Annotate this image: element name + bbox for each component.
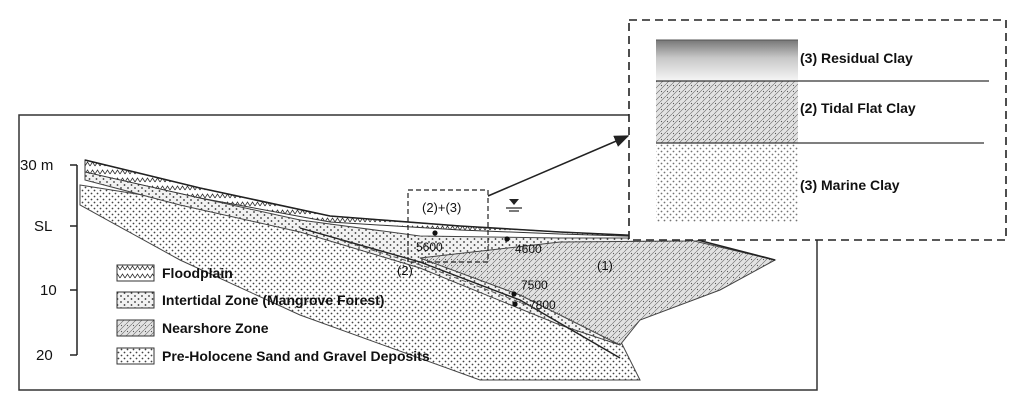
axis-tick-label-10: 10 [40,282,57,299]
age-label-5600: 5600 [416,240,443,254]
inset-residual-clay-layer [656,40,798,80]
sample-point [504,236,510,242]
legend-swatch-sand-gravel [116,347,155,365]
legend: Floodplain Intertidal Zone (Mangrove For… [116,264,430,365]
inset-label-tidal-flat-clay: (2) Tidal Flat Clay [800,100,916,116]
sample-point [511,291,517,297]
axis-tick-label-20: 20 [36,347,53,364]
sample-point [432,230,438,236]
age-label-4600: 4600 [515,242,542,256]
zone-label-2-3: (2)+(3) [422,200,461,215]
age-label-7800: 7800 [529,298,556,312]
water-table-icon [506,199,522,212]
zone-label-2: (2) [397,263,413,278]
sample-callout-box [407,189,489,263]
legend-swatch-intertidal [116,291,155,309]
legend-label-floodplain: Floodplain [162,265,233,281]
inset-label-residual-clay: (3) Residual Clay [800,50,913,66]
axis-tick-label-30m: 30 m [20,157,53,174]
axis-tick-label-sl: SL [34,218,52,235]
age-label-7500: 7500 [521,278,548,292]
inset-marine-clay-layer [656,144,798,222]
sample-point [512,301,518,307]
legend-label-sand-gravel: Pre-Holocene Sand and Gravel Deposits [162,348,430,364]
layer-boundary-line [339,239,541,311]
legend-label-nearshore: Nearshore Zone [162,320,269,336]
stratigraphic-layers [79,159,777,381]
depth-axis: 30 m SL 10 20 [20,157,78,364]
legend-label-intertidal: Intertidal Zone (Mangrove Forest) [162,292,384,308]
legend-swatch-nearshore [116,319,155,337]
inset-label-marine-clay: (3) Marine Clay [800,177,900,193]
soil-profile-inset: (3) Residual Clay (2) Tidal Flat Clay (3… [628,19,1007,241]
callout-arrow [487,135,630,197]
legend-swatch-floodplain [116,264,155,282]
layer-intertidal [84,169,691,346]
cross-section-frame [18,114,818,391]
layer-boundary-line [299,227,621,359]
inset-tidal-flat-clay-layer [656,81,798,143]
zone-label-1: (1) [597,258,613,273]
